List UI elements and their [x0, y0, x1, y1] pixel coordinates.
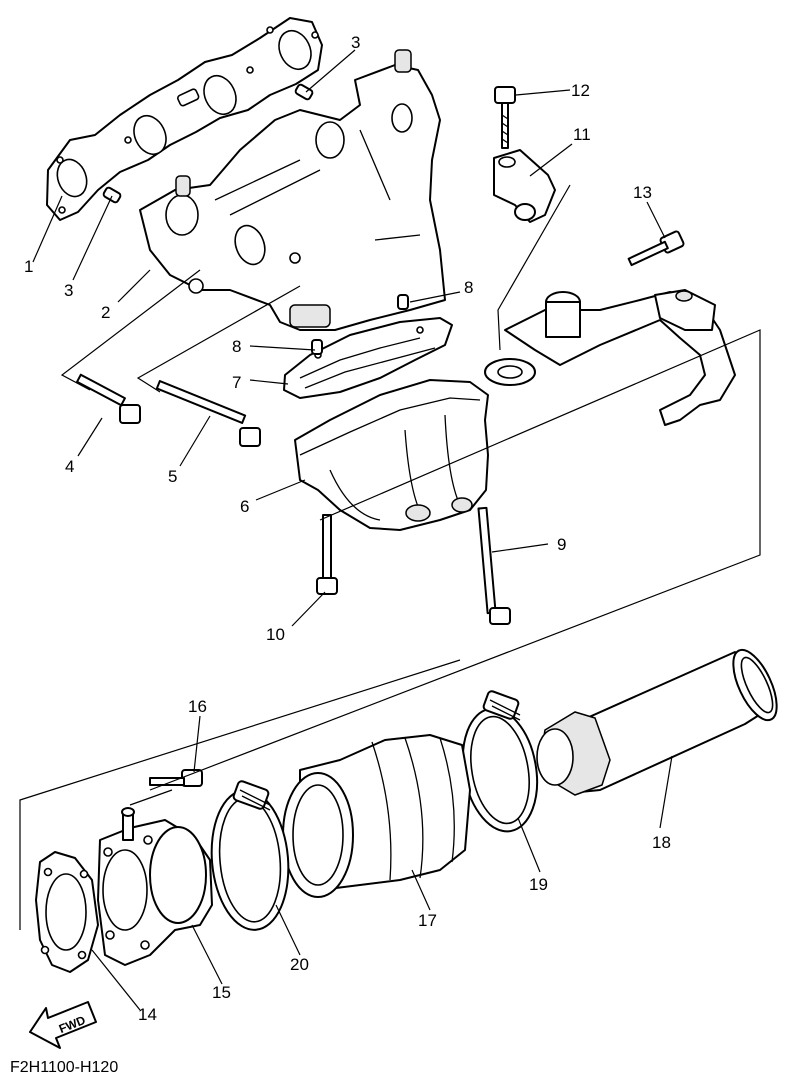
- part-19-hose-clamp: [461, 690, 539, 833]
- callout-1: 1: [24, 257, 33, 276]
- part-8-dowel-pin-right: [397, 294, 409, 310]
- part-2-exhaust-manifold: [139, 49, 446, 331]
- part-14-gasket: [35, 851, 99, 973]
- callout-4: 4: [65, 457, 74, 476]
- part-10-bolt: [316, 514, 338, 595]
- part-3-dowel-pin-lower: [102, 186, 122, 204]
- callout-11: 11: [573, 125, 591, 144]
- part-15-pipe-joint: [97, 807, 213, 966]
- callout-16: 16: [188, 697, 207, 716]
- callout-3-upper: 3: [351, 33, 360, 52]
- callout-15: 15: [212, 983, 231, 1002]
- callout-14: 14: [138, 1005, 157, 1024]
- part-18-pipe: [536, 648, 778, 796]
- callout-10: 10: [266, 625, 285, 644]
- part-5-bolt: [155, 380, 261, 447]
- callout-20: 20: [290, 955, 309, 974]
- callout-18: 18: [652, 833, 671, 852]
- callout-6: 6: [240, 497, 249, 516]
- callout-8-right: 8: [464, 278, 473, 297]
- callout-2: 2: [101, 303, 110, 322]
- part-1-manifold-gasket: [46, 17, 323, 221]
- callout-5: 5: [168, 467, 177, 486]
- callout-13: 13: [633, 183, 652, 202]
- callout-7: 7: [232, 373, 241, 392]
- callout-8-left: 8: [232, 337, 241, 356]
- part-16-bolt: [149, 769, 203, 787]
- callout-12: 12: [571, 81, 590, 100]
- part-3-dowel-pin-upper: [294, 83, 314, 101]
- fwd-direction-arrow: FWD: [29, 1001, 97, 1049]
- part-13-bolt: [627, 230, 685, 267]
- callout-17: 17: [418, 911, 437, 930]
- callout-19: 19: [529, 875, 548, 894]
- part-9-bolt: [477, 506, 511, 625]
- part-12-bolt: [494, 86, 516, 149]
- exhaust-pipe-bracket-assembly: [484, 289, 736, 426]
- part-8-dowel-pin-left: [311, 339, 323, 355]
- diagram-code: F2H1100-H120: [10, 1059, 118, 1076]
- part-20-hose-clamp: [210, 780, 290, 931]
- callout-labels: 1 2 3 3 4 5 6 7 8 8 9 10 11 12 13 14 15 …: [24, 33, 671, 1024]
- part-6-exhaust-chamber: [294, 379, 489, 531]
- part-17-rubber-joint: [282, 734, 471, 898]
- leader-lines: [19, 49, 761, 1011]
- part-11-bracket: [493, 149, 556, 223]
- callout-9: 9: [557, 535, 566, 554]
- part-4-bolt: [76, 373, 141, 424]
- callout-3-lower: 3: [64, 281, 73, 300]
